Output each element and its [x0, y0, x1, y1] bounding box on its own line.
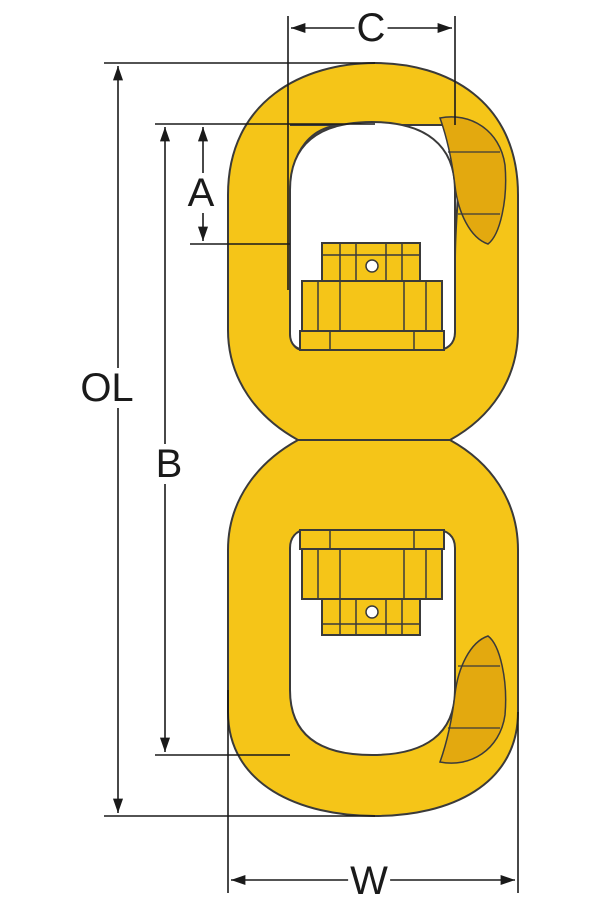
dimension-label-ol: OL — [78, 366, 136, 410]
dimension-label-w: W — [348, 859, 390, 903]
dimension-lines — [104, 16, 519, 893]
upper-washer — [299, 330, 445, 351]
lower-eye-weld-highlight — [439, 635, 507, 764]
dimension-label-c: C — [354, 6, 388, 50]
lower-hex-nut — [301, 548, 443, 600]
upper-hex-nut — [301, 280, 443, 332]
upper-nut-assembly — [299, 242, 445, 351]
lower-washer — [299, 529, 445, 550]
dimension-label-a: A — [185, 171, 217, 215]
upper-eye-weld-highlight — [439, 116, 507, 245]
lower-nut-assembly — [299, 529, 445, 636]
upper-cotter-pin — [365, 259, 379, 273]
dimension-label-b: B — [153, 442, 185, 486]
lower-cotter-pin — [365, 605, 379, 619]
